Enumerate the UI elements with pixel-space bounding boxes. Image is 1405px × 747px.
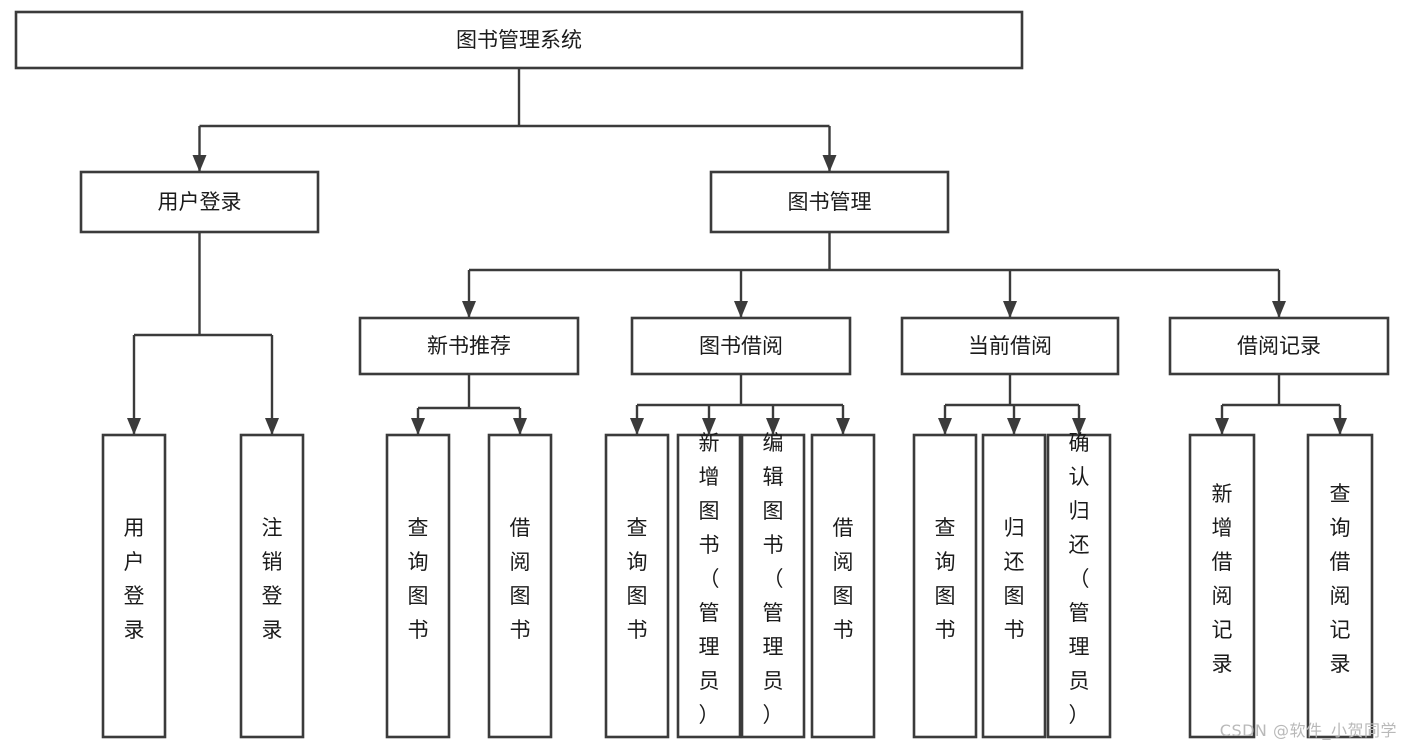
node-layer: 图书管理系统用户登录图书管理新书推荐图书借阅当前借阅借阅记录用户登录注销登录查询…	[14, 10, 1390, 739]
node-label: 查询图书	[935, 516, 956, 642]
node-label: 新增借阅记录	[1212, 482, 1233, 676]
node-box	[1046, 433, 1112, 739]
arrow-head-icon	[1272, 301, 1286, 318]
node-leaf-return-book[interactable]: 归还图书	[981, 433, 1047, 739]
arrow-head-icon	[265, 418, 279, 435]
node-label: 借阅记录	[1237, 334, 1321, 358]
node-box	[740, 433, 806, 739]
node-book-borrow[interactable]: 图书借阅	[630, 316, 852, 376]
arrow-head-icon	[513, 418, 527, 435]
node-label: 借阅图书	[833, 516, 854, 642]
node-label: 用户登录	[158, 190, 242, 214]
node-new-book-rec[interactable]: 新书推荐	[358, 316, 580, 376]
node-box	[630, 316, 852, 376]
node-label: 确认归还（管理员）	[1069, 431, 1090, 727]
node-box	[487, 433, 553, 739]
node-leaf-logout[interactable]: 注销登录	[239, 433, 305, 739]
arrow-head-icon	[702, 418, 716, 435]
node-box	[385, 433, 451, 739]
node-box	[14, 10, 1024, 70]
arrow-head-icon	[462, 301, 476, 318]
arrow-head-icon	[766, 418, 780, 435]
arrow-head-icon	[411, 418, 425, 435]
arrow-head-icon	[836, 418, 850, 435]
node-leaf-query-book-3[interactable]: 查询图书	[912, 433, 978, 739]
node-box	[981, 433, 1047, 739]
arrow-head-icon	[630, 418, 644, 435]
node-leaf-edit-book[interactable]: 编辑图书（管理员）	[740, 431, 806, 739]
node-label: 查询借阅记录	[1330, 482, 1351, 676]
node-label: 新增图书（管理员）	[699, 431, 720, 727]
arrow-head-icon	[192, 155, 207, 172]
node-label: 图书管理	[788, 190, 872, 214]
node-box	[239, 433, 305, 739]
node-user-login[interactable]: 用户登录	[79, 170, 320, 234]
arrow-head-icon	[1007, 418, 1021, 435]
node-label: 新书推荐	[427, 334, 511, 358]
arrow-head-icon	[938, 418, 952, 435]
node-label: 图书管理系统	[456, 28, 582, 52]
node-box	[810, 433, 876, 739]
node-leaf-query-book-1[interactable]: 查询图书	[385, 433, 451, 739]
node-leaf-borrow-book-1[interactable]: 借阅图书	[487, 433, 553, 739]
node-box	[1188, 433, 1256, 739]
node-box	[79, 170, 320, 234]
node-root[interactable]: 图书管理系统	[14, 10, 1024, 70]
node-box	[912, 433, 978, 739]
node-leaf-add-book[interactable]: 新增图书（管理员）	[676, 431, 742, 739]
arrow-head-icon	[734, 301, 748, 318]
node-leaf-add-record[interactable]: 新增借阅记录	[1188, 433, 1256, 739]
arrow-head-icon	[1003, 301, 1017, 318]
node-leaf-query-record[interactable]: 查询借阅记录	[1306, 433, 1374, 739]
node-current-borrow[interactable]: 当前借阅	[900, 316, 1120, 376]
node-leaf-borrow-book-2[interactable]: 借阅图书	[810, 433, 876, 739]
node-label: 查询图书	[627, 516, 648, 642]
node-label: 注销登录	[262, 516, 283, 642]
node-book-manage[interactable]: 图书管理	[709, 170, 950, 234]
node-box	[1306, 433, 1374, 739]
node-leaf-user-login[interactable]: 用户登录	[101, 433, 167, 739]
connector-layer	[127, 68, 1347, 435]
node-label: 查询图书	[408, 516, 429, 642]
node-box	[604, 433, 670, 739]
node-label: 借阅图书	[510, 516, 531, 642]
node-label: 图书借阅	[699, 334, 783, 358]
node-borrow-record[interactable]: 借阅记录	[1168, 316, 1390, 376]
node-box	[676, 433, 742, 739]
node-box	[900, 316, 1120, 376]
node-label: 编辑图书（管理员）	[763, 431, 784, 727]
node-box	[709, 170, 950, 234]
node-box	[358, 316, 580, 376]
node-box	[1168, 316, 1390, 376]
node-leaf-query-book-2[interactable]: 查询图书	[604, 433, 670, 739]
arrow-head-icon	[1215, 418, 1229, 435]
arrow-head-icon	[822, 155, 837, 172]
node-label: 当前借阅	[968, 334, 1052, 358]
node-leaf-confirm-return[interactable]: 确认归还（管理员）	[1046, 431, 1112, 739]
node-box	[101, 433, 167, 739]
node-label: 归还图书	[1004, 516, 1025, 642]
arrow-head-icon	[1072, 418, 1086, 435]
arrow-head-icon	[1333, 418, 1347, 435]
node-label: 用户登录	[124, 516, 145, 642]
arrow-head-icon	[127, 418, 141, 435]
